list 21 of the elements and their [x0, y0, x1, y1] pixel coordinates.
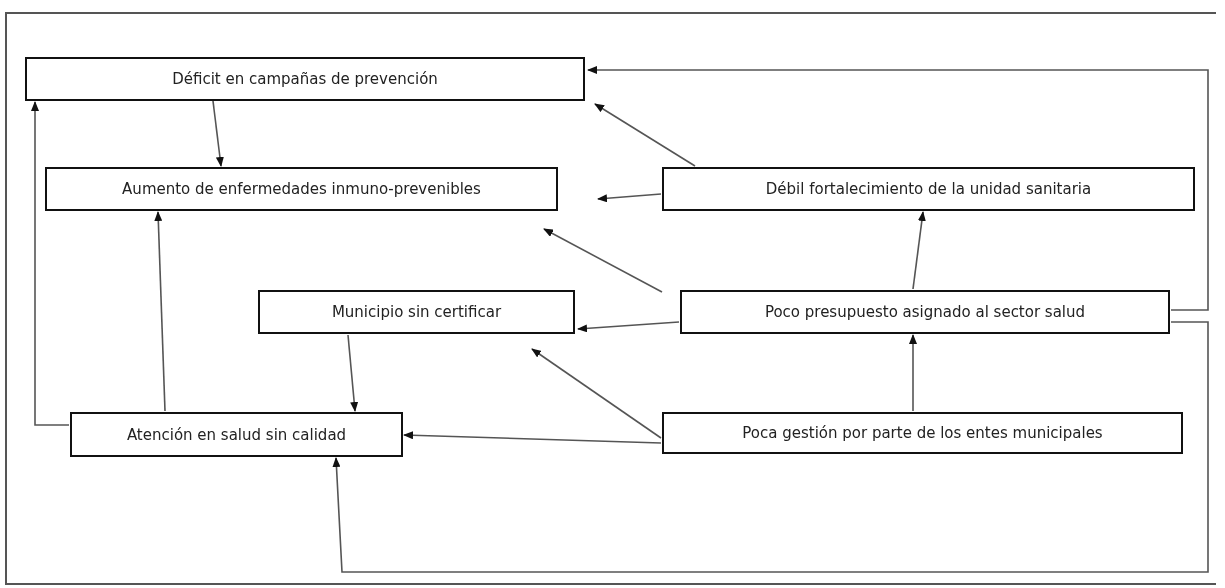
arrow: [212, 100, 224, 167]
cause-box: Poco presupuesto asignado al sector salud: [680, 290, 1170, 334]
arrow: [597, 193, 662, 203]
arrow: [31, 101, 70, 426]
cause-box: Débil fortalecimiento de la unidad sanitaria: [662, 167, 1195, 211]
cause-box: Déficit en campañas de prevención: [25, 57, 585, 101]
arrow: [531, 348, 662, 439]
arrow: [332, 321, 1209, 573]
arrow: [403, 431, 662, 444]
arrow: [543, 228, 663, 293]
arrow: [909, 334, 917, 412]
arrow: [154, 211, 166, 412]
arrow: [594, 103, 696, 167]
arrow: [577, 321, 680, 333]
cause-box: Atención en salud sin calidad: [70, 412, 403, 457]
cause-box: Poca gestión por parte de los entes municipales: [662, 412, 1183, 454]
arrow: [347, 334, 359, 412]
arrow: [912, 211, 926, 290]
cause-box: Municipio sin certificar: [258, 290, 575, 334]
arrow: [587, 66, 1209, 311]
cause-box: Aumento de enfermedades inmuno-prevenibles: [45, 167, 558, 211]
